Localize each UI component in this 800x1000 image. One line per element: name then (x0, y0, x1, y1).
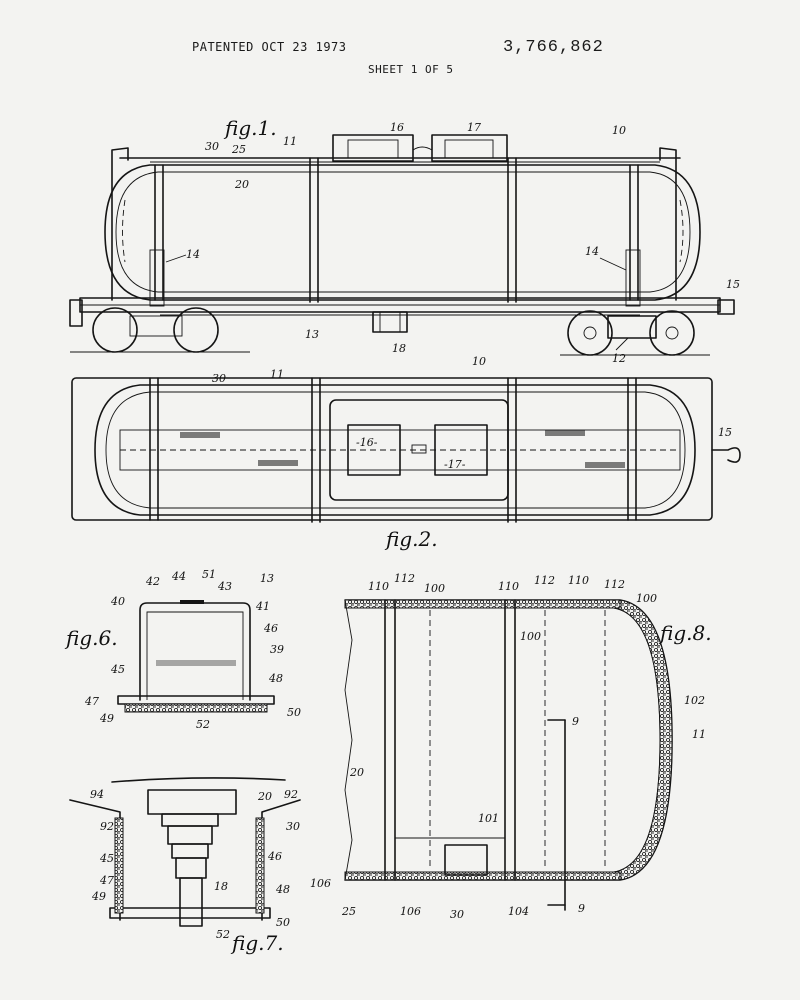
svg-text:10: 10 (612, 124, 626, 137)
svg-text:51: 51 (202, 568, 216, 581)
svg-text:49: 49 (91, 890, 106, 903)
svg-text:25: 25 (341, 905, 356, 918)
svg-text:44: 44 (171, 570, 186, 583)
svg-text:13: 13 (260, 572, 274, 585)
svg-text:100: 100 (424, 582, 445, 595)
svg-text:42: 42 (145, 575, 160, 588)
svg-text:102: 102 (684, 694, 705, 707)
svg-text:106: 106 (400, 905, 421, 918)
svg-text:15: 15 (718, 426, 732, 439)
fig8-section: 110 112 100 110 112 110 112 100 100 102 … (310, 572, 712, 921)
patent-number: 3,766,862 (503, 38, 604, 57)
fig6-section: 42 44 51 43 13 40 41 46 39 45 48 47 49 5… (64, 568, 301, 731)
svg-text:40: 40 (110, 595, 125, 608)
svg-text:13: 13 (305, 328, 319, 341)
fig8-title: fig.8. (658, 621, 712, 645)
svg-text:112: 112 (604, 578, 625, 591)
svg-text:-17-: -17- (444, 458, 466, 471)
svg-text:30: 30 (450, 908, 464, 921)
svg-text:30: 30 (205, 140, 219, 153)
fig2-plan-view: 30 11 10 -16- -17- 15 fig.2. (71, 355, 741, 551)
svg-text:92: 92 (284, 788, 298, 801)
svg-text:48: 48 (268, 672, 283, 685)
fig7-section: 94 20 92 92 30 45 46 47 49 18 48 52 50 f… (69, 777, 301, 955)
svg-text:94: 94 (90, 788, 104, 801)
svg-text:110: 110 (498, 580, 519, 593)
svg-text:45: 45 (99, 852, 114, 865)
fig1-side-view: 30 25 11 20 16 17 10 14 14 15 13 18 12 f… (69, 116, 740, 365)
svg-text:-16-: -16- (356, 436, 378, 449)
svg-text:11: 11 (270, 368, 284, 381)
fig2-title: fig.2. (384, 527, 438, 551)
svg-text:9: 9 (578, 902, 585, 915)
svg-text:30: 30 (212, 372, 226, 385)
svg-text:49: 49 (99, 712, 114, 725)
svg-text:112: 112 (534, 574, 555, 587)
fig6-title: fig.6. (64, 626, 118, 650)
svg-text:43: 43 (217, 580, 232, 593)
svg-text:104: 104 (508, 905, 529, 918)
svg-text:100: 100 (520, 630, 541, 643)
svg-text:11: 11 (283, 135, 297, 148)
svg-text:16: 16 (390, 121, 404, 134)
svg-text:41: 41 (255, 600, 270, 613)
svg-text:106: 106 (310, 877, 331, 890)
svg-text:112: 112 (394, 572, 415, 585)
svg-text:52: 52 (216, 928, 230, 941)
svg-text:46: 46 (263, 622, 278, 635)
svg-text:14: 14 (186, 248, 200, 261)
svg-text:17: 17 (467, 121, 481, 134)
svg-text:46: 46 (267, 850, 282, 863)
svg-text:18: 18 (392, 342, 406, 355)
svg-text:20: 20 (349, 766, 364, 779)
svg-text:92: 92 (100, 820, 114, 833)
fig1-title: fig.1. (223, 116, 277, 140)
svg-text:45: 45 (110, 663, 125, 676)
patented-date: PATENTED OCT 23 1973 (192, 40, 347, 54)
svg-text:18: 18 (214, 880, 228, 893)
svg-text:20: 20 (257, 790, 272, 803)
svg-text:50: 50 (276, 916, 290, 929)
svg-text:10: 10 (472, 355, 486, 368)
svg-text:47: 47 (84, 695, 99, 708)
svg-text:9: 9 (572, 715, 579, 728)
sheet-number: SHEET 1 OF 5 (368, 63, 454, 76)
svg-text:15: 15 (726, 278, 740, 291)
fig7-title: fig.7. (230, 931, 284, 955)
svg-text:30: 30 (286, 820, 300, 833)
svg-text:47: 47 (99, 874, 114, 887)
svg-text:20: 20 (234, 178, 249, 191)
svg-text:100: 100 (636, 592, 657, 605)
svg-text:25: 25 (231, 143, 246, 156)
svg-text:11: 11 (692, 728, 706, 741)
svg-text:110: 110 (368, 580, 389, 593)
svg-text:52: 52 (196, 718, 210, 731)
svg-text:12: 12 (612, 352, 626, 365)
svg-text:39: 39 (270, 643, 284, 656)
svg-text:14: 14 (585, 245, 599, 258)
svg-text:48: 48 (275, 883, 290, 896)
svg-text:101: 101 (478, 812, 499, 825)
svg-text:50: 50 (287, 706, 301, 719)
svg-text:110: 110 (568, 574, 589, 587)
